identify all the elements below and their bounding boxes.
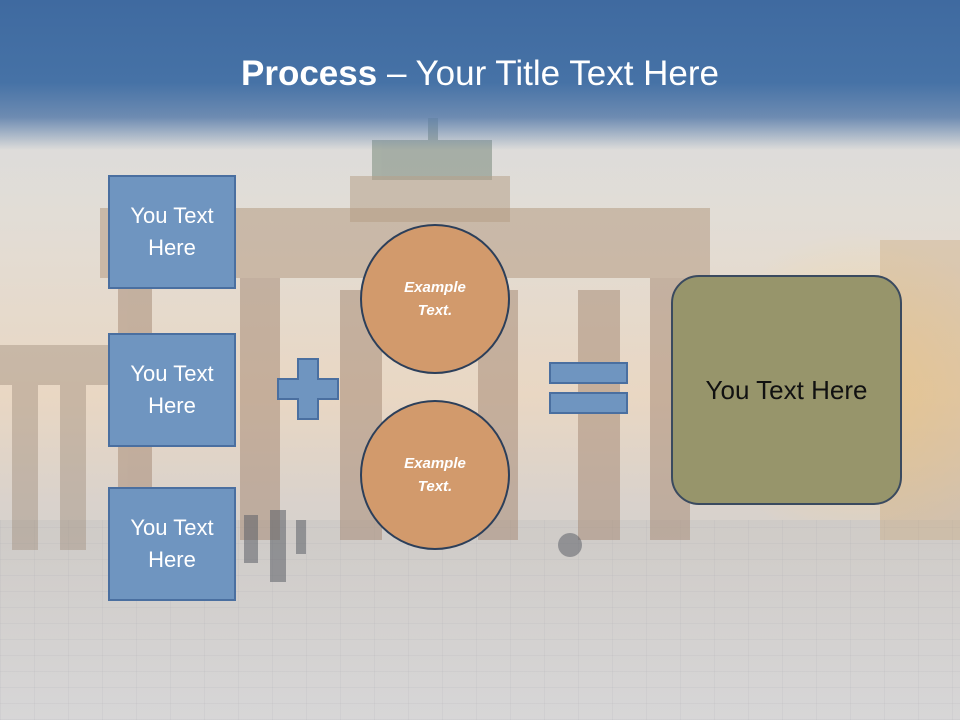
result-box: You Text Here (671, 275, 902, 505)
example-circle-2: Example Text. (360, 400, 510, 550)
result-box-label: You Text Here (705, 374, 868, 405)
title-bold: Process (241, 54, 378, 93)
example-circle-1-label: Example Text. (404, 279, 466, 319)
text-box-2: You Text Here (108, 333, 236, 447)
text-box-1: You Text Here (108, 175, 236, 289)
title-banner (0, 0, 960, 150)
slide-title: Process – Your Title Text Here (0, 52, 960, 96)
text-box-1-label: You Text Here (130, 203, 214, 260)
text-box-3: You Text Here (108, 487, 236, 601)
example-circle-1: Example Text. (360, 224, 510, 374)
example-circle-2-label: Example Text. (404, 455, 466, 495)
equals-icon (549, 362, 628, 414)
title-rest: – Your Title Text Here (377, 54, 719, 93)
text-box-3-label: You Text Here (130, 515, 214, 572)
plus-icon (277, 358, 339, 420)
text-box-2-label: You Text Here (130, 361, 214, 418)
